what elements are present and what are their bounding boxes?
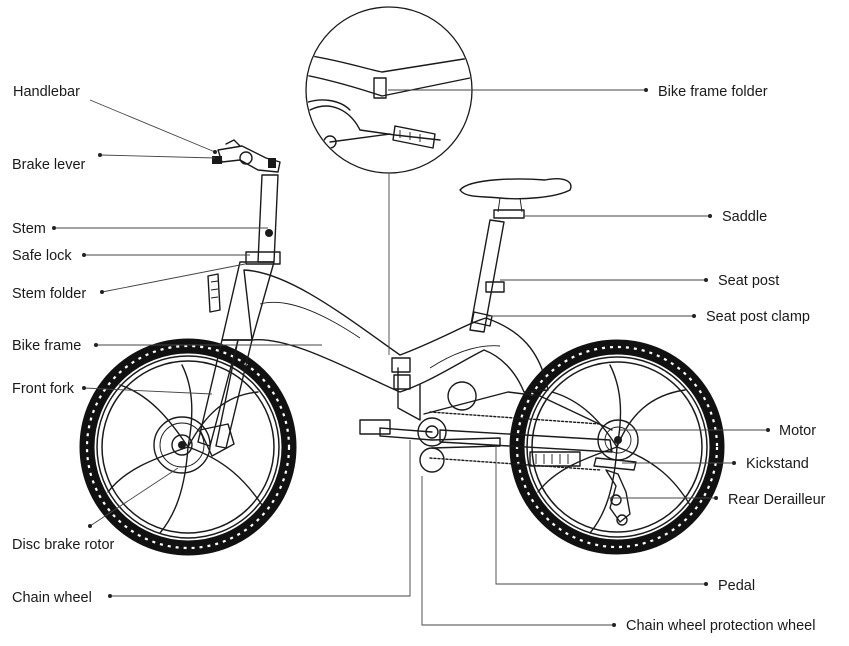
leader-chain-wheel [108, 440, 411, 598]
leader-bike-frame-folder [388, 88, 648, 355]
label-kickstand: Kickstand [746, 456, 809, 472]
leader-rear-derailleur [608, 496, 718, 500]
leader-saddle [524, 214, 712, 218]
leader-motor [620, 428, 770, 432]
leader-chain-wheel-protection [421, 476, 616, 627]
label-rear-derailleur: Rear Derailleur [728, 492, 826, 508]
rear-wheel [509, 339, 725, 555]
leader-pedal [495, 446, 708, 586]
handlebar-drawing [212, 139, 281, 173]
label-pedal: Pedal [718, 578, 755, 594]
crankset [359, 381, 581, 473]
label-chain-wheel: Chain wheel [12, 590, 92, 606]
label-stem: Stem [12, 221, 46, 237]
label-seat-post: Seat post [718, 273, 779, 289]
kickstand-drawing [593, 457, 637, 471]
rear-derailleur [605, 469, 631, 526]
leader-brake-lever [98, 153, 216, 159]
motor-hub [597, 419, 639, 461]
bicycle-illustration [79, 6, 725, 556]
label-seat-post-clamp: Seat post clamp [706, 309, 810, 325]
label-bike-frame: Bike frame [12, 338, 81, 354]
leader-disc-brake-rotor [88, 467, 179, 528]
leader-seat-post-clamp [486, 314, 696, 318]
leader-bike-frame [94, 343, 322, 347]
left-pedal [207, 273, 221, 313]
leader-handlebar [89, 99, 217, 154]
label-disc-brake-rotor: Disc brake rotor [12, 537, 115, 553]
label-chain-wheel-protection-wheel: Chain wheel protection wheel [626, 618, 815, 634]
label-motor: Motor [779, 423, 816, 439]
label-brake-lever: Brake lever [12, 157, 86, 173]
chain [429, 411, 601, 471]
leader-front-fork [82, 386, 213, 395]
front-wheel-spokes [107, 364, 263, 534]
part-labels: Handlebar Brake lever Stem Safe lock Ste… [12, 84, 826, 634]
label-bike-frame-folder: Bike frame folder [658, 84, 768, 100]
leader-kickstand [622, 461, 736, 465]
leader-stem-folder [100, 263, 246, 294]
label-front-fork: Front fork [12, 381, 75, 397]
label-saddle: Saddle [722, 209, 767, 225]
leader-seat-post [500, 278, 708, 282]
leader-stem [52, 226, 268, 230]
leader-safe-lock [82, 253, 250, 257]
label-safe-lock: Safe lock [12, 248, 72, 264]
front-wheel [79, 338, 297, 556]
saddle-drawing [459, 178, 572, 219]
leader-lines [52, 88, 770, 627]
label-stem-folder: Stem folder [12, 286, 86, 302]
frame [197, 174, 613, 453]
label-handlebar: Handlebar [13, 84, 80, 100]
